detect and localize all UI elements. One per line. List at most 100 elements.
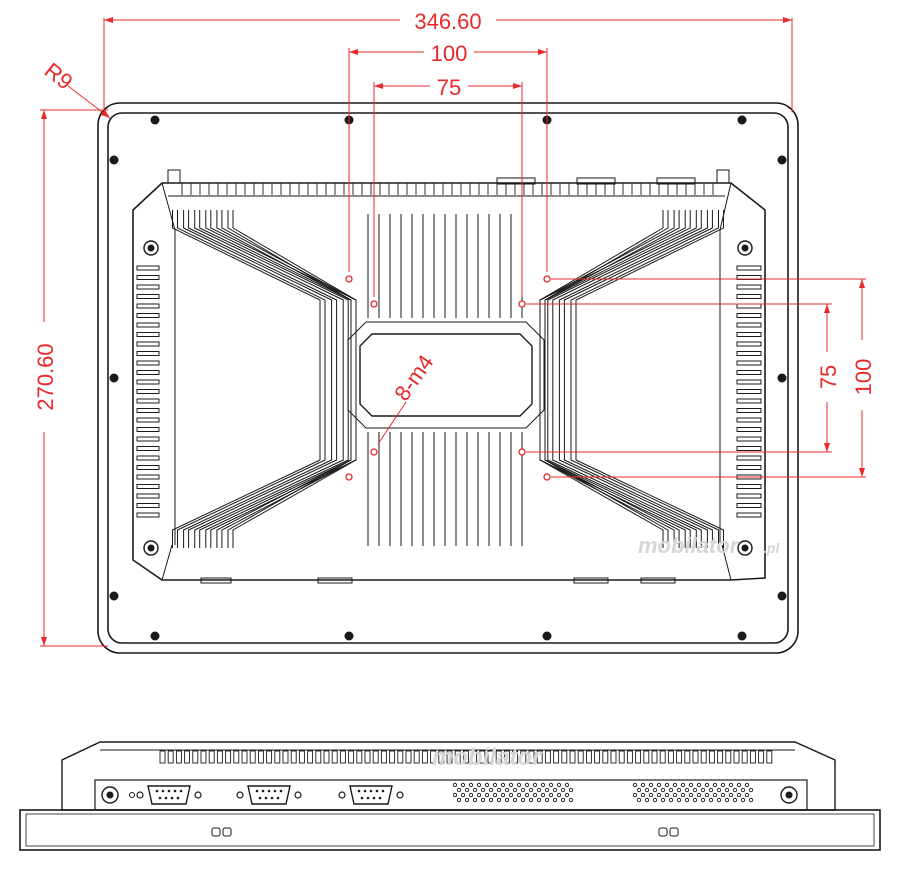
serial-pin <box>267 789 271 793</box>
vent-hole <box>460 782 466 788</box>
side-slot <box>136 303 160 309</box>
bezel-screw <box>737 115 747 125</box>
arrowhead <box>824 443 830 452</box>
vent-hole <box>688 782 694 788</box>
vesa-hole <box>543 473 551 481</box>
vesa-hole <box>345 473 353 481</box>
vent-hole <box>496 787 502 793</box>
serial-pin <box>261 789 265 793</box>
vent-hole <box>696 782 702 788</box>
bottom-fin <box>364 750 371 764</box>
side-slot <box>136 341 160 347</box>
vent-hole <box>704 782 710 788</box>
bottom-fin <box>274 750 281 764</box>
vent-hole <box>488 797 494 803</box>
vent-hole <box>520 787 526 793</box>
left-chamfer-top <box>161 182 176 231</box>
vent-hole <box>564 792 570 798</box>
bottom-fin <box>348 750 355 764</box>
serial-pin <box>255 789 259 793</box>
serial-pin <box>366 796 370 800</box>
bottom-fin <box>651 750 658 764</box>
serial-pin <box>170 796 174 800</box>
side-slot <box>136 465 160 470</box>
serial-pin <box>372 796 376 800</box>
bottom-fin <box>766 750 773 764</box>
vent-hole <box>468 792 474 798</box>
side-slot <box>736 446 762 451</box>
side-slot <box>136 436 160 442</box>
vent-hole <box>492 792 498 798</box>
vent-hole <box>636 787 642 793</box>
serial-pin <box>369 789 373 793</box>
ground-screw <box>143 540 159 556</box>
vent-hole <box>496 797 502 803</box>
vent-hole <box>744 782 750 788</box>
side-slot <box>736 284 762 290</box>
vent-hole <box>540 782 546 788</box>
vent-hole <box>744 792 750 798</box>
ground-screw <box>737 240 753 256</box>
bottom-fin <box>684 750 691 764</box>
heatsink-fin <box>552 210 702 548</box>
bottom-fin <box>700 750 707 764</box>
serial-pin <box>378 796 382 800</box>
side-slot <box>736 408 762 413</box>
vent-hole <box>520 797 526 803</box>
bottom-fin <box>487 750 494 764</box>
vent-hole <box>484 792 490 798</box>
top-bracket-right <box>716 169 730 184</box>
serial-pin <box>179 789 183 793</box>
vent-hole <box>740 787 746 793</box>
bottom-fin <box>725 750 732 764</box>
bottom-fin <box>438 750 445 764</box>
vent-hole <box>684 787 690 793</box>
led-indicator <box>222 827 232 837</box>
port-screw <box>136 791 144 799</box>
bottom-fin <box>528 750 535 764</box>
vesa-75-horizontal-label: 75 <box>437 75 461 100</box>
bottom-fin <box>479 750 486 764</box>
vent-hole <box>548 782 554 788</box>
bottom-fin <box>594 750 601 764</box>
bottom-fin <box>413 750 420 764</box>
side-slot <box>736 417 762 423</box>
side-slot <box>136 332 160 337</box>
side-slot <box>136 379 160 385</box>
bottom-fin <box>462 750 469 764</box>
bottom-fin <box>331 750 338 764</box>
side-slot <box>136 370 160 375</box>
vent-hole <box>528 787 534 793</box>
top-bracket-left <box>167 169 181 184</box>
dimension-lines <box>40 18 866 647</box>
bottom-connector-3 <box>573 577 609 584</box>
serial-port <box>247 785 291 805</box>
vent-hole <box>724 797 730 803</box>
bottom-fin <box>405 750 412 764</box>
vent-hole <box>548 792 554 798</box>
vent-hole <box>568 787 574 793</box>
vent-hole <box>644 787 650 793</box>
vent-hole <box>504 787 510 793</box>
heatsink-fin <box>539 210 686 548</box>
bottom-fin <box>380 750 387 764</box>
side-slot <box>136 474 160 480</box>
ground-screw-center <box>741 244 749 252</box>
vent-hole <box>736 782 742 788</box>
bottom-fin <box>495 750 502 764</box>
bottom-fin <box>643 750 650 764</box>
bottom-fin <box>618 750 625 764</box>
ground-screw-center <box>147 544 155 552</box>
arrowhead <box>859 279 865 288</box>
serial-pin <box>273 789 277 793</box>
vent-hole <box>692 797 698 803</box>
bottom-view <box>19 741 881 851</box>
side-slot <box>736 265 762 271</box>
side-slot <box>136 408 160 413</box>
bottom-fin <box>175 750 182 764</box>
bottom-fin <box>200 750 207 764</box>
vent-hole <box>472 787 478 793</box>
serial-pin <box>360 796 364 800</box>
side-slot <box>136 512 160 518</box>
